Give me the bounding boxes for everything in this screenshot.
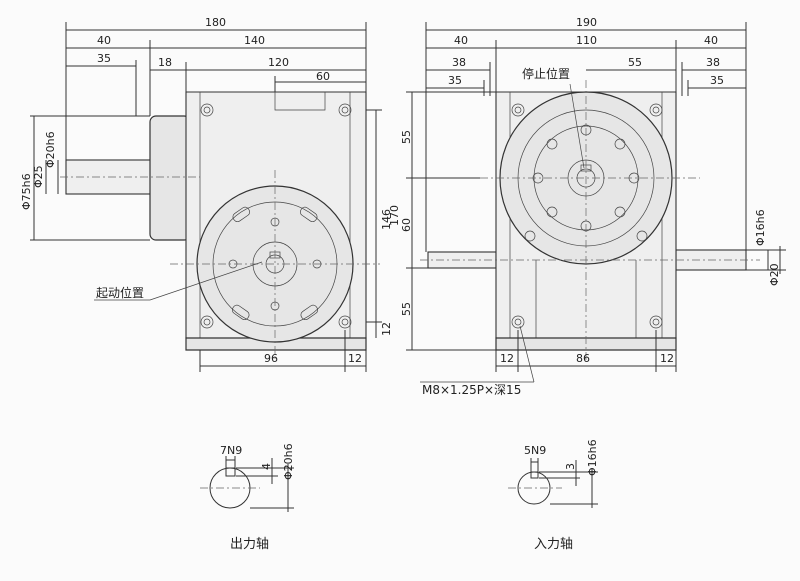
dim-146: 146: [380, 209, 393, 230]
dim-55: 55: [628, 56, 642, 69]
dim-38-right: 38: [706, 56, 720, 69]
output-key-label: 7N9: [220, 444, 242, 457]
output-shaft-dia: Φ20h6: [282, 443, 295, 480]
dim-170: 170: [388, 205, 401, 226]
dim-140: 140: [244, 34, 265, 47]
dim-60: 60: [400, 218, 413, 232]
boss: [149, 115, 191, 241]
dim-38-left: 38: [452, 56, 466, 69]
dim-96: 96: [264, 352, 278, 365]
dim-190: 190: [576, 16, 597, 29]
dim-12-bottom: 12: [348, 352, 362, 365]
input-shaft-section: 5N9 3 Φ16h6 入力轴: [508, 439, 599, 552]
input-shaft-caption: 入力轴: [534, 537, 573, 552]
dim-dia75h6: Φ75h6: [20, 173, 33, 210]
dim-86: 86: [576, 352, 590, 365]
dim-55-lower: 55: [400, 302, 413, 316]
dim-dia16h6: Φ16h6: [754, 209, 767, 246]
left-view: 180 140 40 120 35 18 60 Φ75h6 Φ25 Φ20h6 …: [20, 16, 393, 372]
dim-180: 180: [205, 16, 226, 29]
dim-12-br: 12: [660, 352, 674, 365]
dim-35-right: 35: [710, 74, 724, 87]
dim-35: 35: [97, 52, 111, 65]
dim-40-right: 40: [704, 34, 718, 47]
dim-35-left: 35: [448, 74, 462, 87]
dim-40-left: 40: [454, 34, 468, 47]
dim-dia25: Φ25: [32, 165, 45, 188]
right-view: 190 40 110 40 38 55 38 35 35 停止位置 55 170…: [388, 16, 786, 397]
label-stop-position: 停止位置: [522, 66, 570, 81]
dim-dia20: Φ20: [768, 263, 781, 286]
input-shaft-dia: Φ16h6: [586, 439, 599, 476]
output-key-depth: 4: [260, 463, 273, 470]
dim-18: 18: [158, 56, 172, 69]
dim-12-right: 12: [380, 322, 393, 336]
output-shaft-caption: 出力轴: [230, 537, 269, 552]
dim-12-bl: 12: [500, 352, 514, 365]
dim-55-upper: 55: [400, 130, 413, 144]
dim-40: 40: [97, 34, 111, 47]
label-start-position: 起动位置: [96, 285, 144, 300]
output-shaft-section: 7N9 4 Φ20h6 出力轴: [200, 443, 295, 552]
input-key-label: 5N9: [524, 444, 546, 457]
input-key-depth: 3: [564, 463, 577, 470]
dim-110: 110: [576, 34, 597, 47]
label-tap-hole: M8×1.25P×深15: [422, 383, 521, 397]
dim-120: 120: [268, 56, 289, 69]
dim-60: 60: [316, 70, 330, 83]
dim-dia20h6: Φ20h6: [44, 131, 57, 168]
